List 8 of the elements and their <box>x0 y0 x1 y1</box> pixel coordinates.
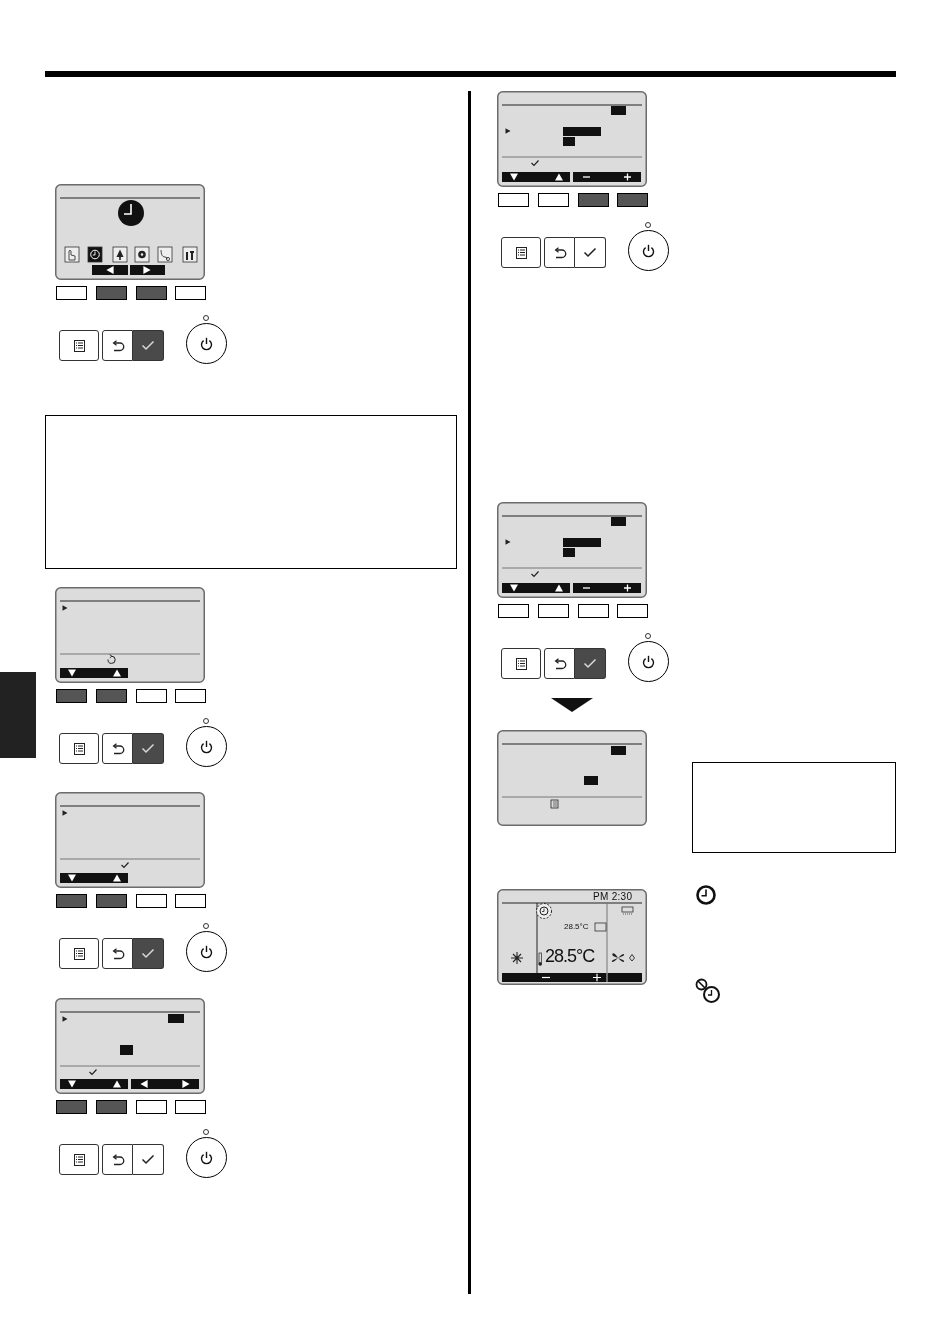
lcd-screen <box>497 730 647 826</box>
set-temperature: 28.5°C <box>545 947 595 965</box>
clock-time: PM 2:30 <box>593 892 633 902</box>
section-tab <box>0 672 36 758</box>
arrow <box>551 698 593 712</box>
note-frame <box>692 762 896 853</box>
note-frame <box>45 415 457 569</box>
room-temperature: 28.5°C <box>564 923 589 931</box>
